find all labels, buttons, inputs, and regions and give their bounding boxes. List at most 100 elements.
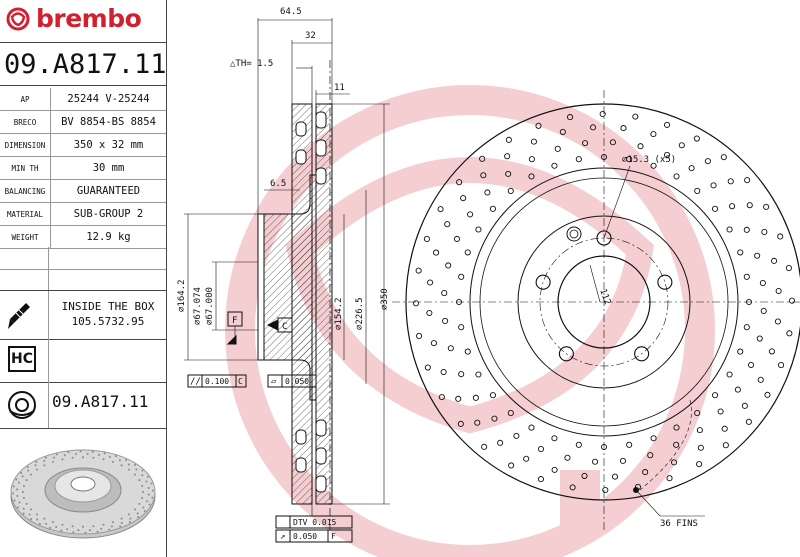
drill-hole (567, 114, 574, 121)
thumb-drill-dot (141, 469, 144, 472)
drill-hole (759, 280, 766, 287)
inside-box-line2: 105.5732.95 (71, 315, 145, 328)
drill-hole (442, 317, 449, 324)
drill-hole (620, 125, 627, 132)
thumb-drill-dot (151, 489, 154, 492)
thumb-drill-dot (43, 460, 46, 463)
thumb-drill-dot (127, 513, 130, 516)
drill-hole (528, 156, 535, 163)
drill-hole (650, 435, 657, 442)
thumb-drill-dot (102, 458, 105, 461)
thumb-drill-dot (128, 521, 131, 524)
thumb-drill-dot (26, 466, 29, 469)
datum-f: F (232, 316, 237, 326)
thumb-drill-dot (103, 452, 106, 455)
thumb-drill-dot (25, 479, 28, 482)
thumb-drill-dot (27, 469, 30, 472)
thumb-drill-dot (22, 512, 25, 515)
drill-hole (600, 443, 608, 451)
thumb-drill-dot (16, 488, 19, 491)
hc-badge: HC (8, 346, 36, 372)
thumb-drill-dot (112, 460, 114, 463)
drill-hole (437, 206, 444, 213)
front-view (392, 90, 800, 530)
thumb-drill-dot (88, 529, 91, 532)
drill-hole (475, 226, 482, 233)
drill-hole (427, 279, 434, 286)
drill-hole (611, 473, 619, 480)
drill-hole (748, 361, 755, 369)
thumb-drill-dot (43, 464, 46, 467)
thumb-drill-dot (36, 468, 39, 471)
drill-hole (745, 418, 752, 425)
tol-flat-value: 0.050 (285, 377, 309, 386)
drill-hole (551, 466, 558, 473)
drill-hole (423, 235, 430, 242)
drill-hole (741, 402, 748, 409)
drill-hole (650, 162, 657, 169)
thumb-drill-dot (52, 521, 54, 524)
drill-hole (505, 136, 512, 143)
drill-hole (694, 410, 701, 417)
thumb-drill-dot (134, 463, 137, 466)
thumb-drill-dot (67, 451, 70, 454)
thumb-drill-dot (43, 517, 46, 520)
thumb-drill-dot (120, 521, 123, 524)
column-divider (48, 247, 49, 290)
runout-value: 0.050 (293, 532, 317, 541)
drill-hole (575, 441, 582, 448)
drill-hole (480, 172, 487, 179)
drill-hole (551, 162, 558, 169)
drill-hole (704, 158, 711, 165)
drill-hole (564, 454, 571, 461)
drill-hole (722, 442, 729, 449)
thumb-drill-dot (135, 468, 138, 471)
thumb-drill-dot (119, 525, 122, 528)
drill-hole (489, 392, 496, 399)
drill-hole (497, 439, 504, 446)
thumb-drill-dot (112, 521, 114, 524)
drill-hole (756, 335, 763, 342)
drill-hole (412, 300, 420, 307)
drill-hole (774, 318, 781, 325)
thumb-drill-dot (66, 528, 69, 531)
brand-name: brembo (36, 4, 142, 33)
thumb-drill-dot (141, 474, 144, 477)
thumb-drill-dot (118, 459, 121, 462)
drill-hole (444, 221, 451, 228)
spec-key: MATERIAL (0, 202, 51, 226)
drill-hole (455, 298, 463, 306)
drill-hole (745, 298, 753, 306)
thumb-drill-dot (71, 525, 74, 528)
drill-hole (743, 324, 750, 331)
thumb-drill-dot (145, 480, 148, 483)
drill-hole (746, 202, 753, 209)
thumb-drill-dot (22, 484, 25, 487)
disc-icon (8, 391, 36, 419)
dim-d154: ∅154.2 (334, 297, 344, 330)
thumb-drill-dot (55, 525, 58, 528)
spec-key: BRECO (0, 110, 51, 134)
inside-box-line1: INSIDE THE BOX (61, 300, 155, 313)
drill-hole (582, 140, 589, 147)
drill-hole (505, 170, 512, 177)
spec-value: 350 x 32 mm (50, 133, 166, 157)
drill-hole (650, 131, 657, 138)
bolt-hole (596, 230, 612, 246)
dim-d226: ∅226.5 (355, 297, 365, 330)
thumb-drill-dot (91, 450, 94, 453)
drill-hole (507, 187, 514, 194)
drill-hole (554, 145, 561, 152)
datum-c: C (282, 322, 287, 332)
drill-hole (504, 153, 511, 160)
hole-note: ∅15.3 (x5) (622, 155, 676, 165)
drill-hole (447, 345, 454, 352)
thumb-drill-dot (147, 493, 150, 496)
thumb-drill-dot (25, 502, 28, 505)
drill-hole (458, 371, 465, 378)
spec-blank-row (0, 247, 166, 270)
drill-hole (528, 424, 535, 431)
inside-box-text: INSIDE THE BOX 105.5732.95 (50, 299, 166, 329)
